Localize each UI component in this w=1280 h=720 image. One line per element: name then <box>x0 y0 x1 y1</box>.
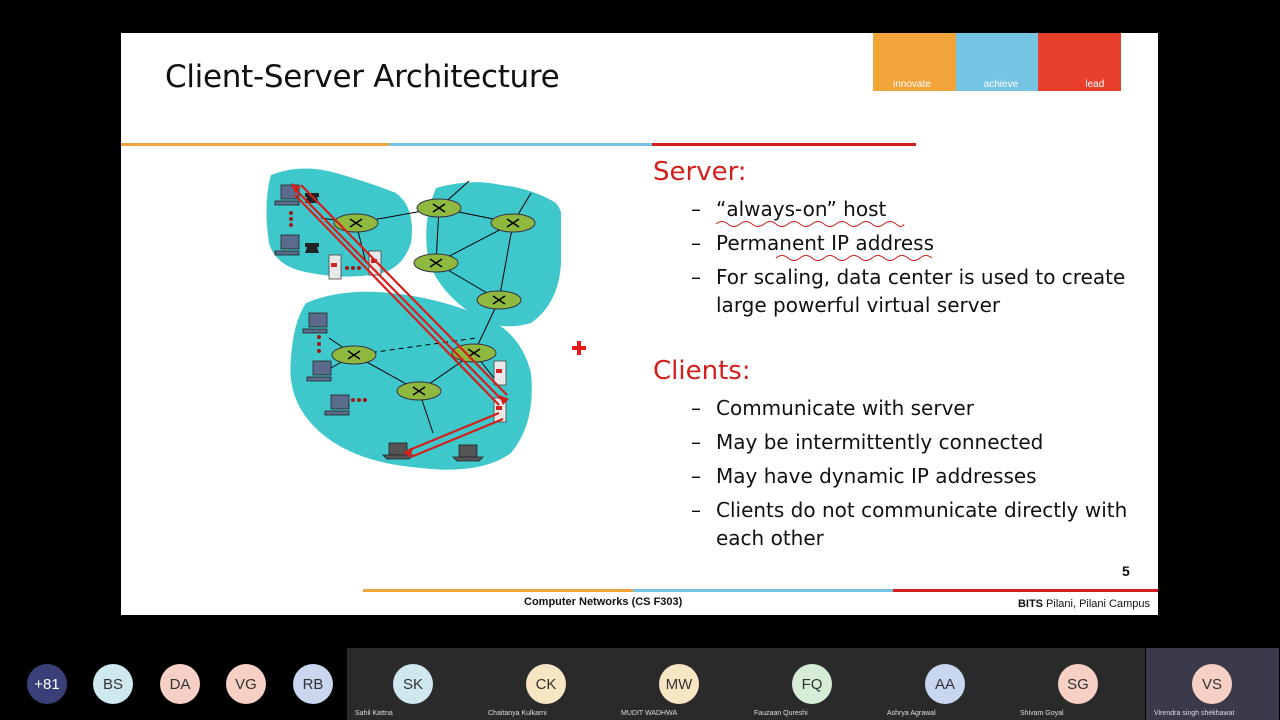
footer-campus-bold: BITS <box>1017 598 1043 610</box>
server-bullet-text: For scaling, data center is used to crea… <box>716 265 1126 317</box>
server-bullet-text: Permanent IP address <box>716 231 935 255</box>
participant-name: Shivam Goyal <box>1020 710 1064 717</box>
participant-avatar: SK <box>393 664 433 704</box>
ellipsis-dots <box>289 211 367 402</box>
participant-tile[interactable]: RB <box>283 648 343 720</box>
participant-avatar: AA <box>925 664 965 704</box>
banner-achieve-label: achieve <box>983 79 1019 90</box>
participant-avatar: FQ <box>792 664 832 704</box>
title-stripe-orange <box>121 143 389 146</box>
footer-campus: BITS Pilani, Pilani Campus <box>1018 598 1150 610</box>
client-bullet: –Communicate with server <box>691 396 974 420</box>
banner-lead-label: lead <box>1085 79 1105 90</box>
participant-name: Chaitanya Kulkarni <box>488 710 547 717</box>
client-bullet: –May be intermittently connected <box>691 430 1044 454</box>
client-bullet: –May have dynamic IP addresses <box>691 464 1037 488</box>
slide-number: 5 <box>1122 563 1130 579</box>
slide-title: Client-Server Architecture <box>165 59 560 95</box>
participant-avatar: VG <box>226 664 266 704</box>
clients-bullet-list: –Communicate with server –May be intermi… <box>691 394 1158 558</box>
footer-course-title: Computer Networks (CS F303) <box>524 596 683 608</box>
participant-avatar: BS <box>93 664 133 704</box>
title-stripe-red <box>652 143 916 146</box>
participant-avatar: DA <box>160 664 200 704</box>
participant-avatar: VS <box>1192 664 1232 704</box>
client-server-arrows <box>292 184 508 459</box>
footer-stripe-blue <box>633 589 893 592</box>
participant-tile[interactable]: MW MUDIT WADHWA <box>613 648 746 720</box>
participant-name: Virendra singh shekhawat <box>1154 710 1235 717</box>
participant-tile[interactable]: VG <box>216 648 276 720</box>
clients-heading: Clients: <box>653 356 751 386</box>
client-bullet-text: Clients do not communicate directly with… <box>716 498 1128 550</box>
network-diagram <box>266 168 561 470</box>
participant-tile[interactable]: FQ Fauzaan Qureshi <box>746 648 879 720</box>
participant-name: Fauzaan Qureshi <box>754 710 808 717</box>
participant-avatar: CK <box>526 664 566 704</box>
server-bullet-list: –“always-on” host –Permanent IP address … <box>691 195 1158 325</box>
footer-campus-text: Pilani, Pilani Campus <box>1043 598 1150 610</box>
participant-tile[interactable]: SG Shivam Goyal <box>1012 648 1145 720</box>
participant-tile[interactable]: +81 <box>17 648 77 720</box>
laser-pointer-icon <box>572 341 586 355</box>
laptop-icons <box>382 442 484 462</box>
bits-banner: innovate achieve lead <box>873 33 1122 91</box>
participant-tile[interactable]: VS Virendra singh shekhawat <box>1146 648 1279 720</box>
annotation-squiggle <box>716 221 933 261</box>
client-bullet: –Clients do not communicate directly wit… <box>691 498 1128 550</box>
banner-innovate: innovate <box>873 33 956 91</box>
footer-stripe-orange <box>363 589 633 592</box>
banner-lead: lead <box>1038 33 1122 91</box>
banner-achieve: achieve <box>955 33 1039 91</box>
client-bullet-text: May have dynamic IP addresses <box>716 464 1037 488</box>
title-stripe-blue <box>389 143 652 146</box>
participant-tile[interactable]: CK Chaitanya Kulkarni <box>480 648 613 720</box>
server-heading: Server: <box>653 157 747 187</box>
client-bullet-text: May be intermittently connected <box>716 430 1044 454</box>
participant-tile[interactable]: BS <box>83 648 143 720</box>
participant-avatar: RB <box>293 664 333 704</box>
server-bullet: –Permanent IP address <box>691 231 935 255</box>
participant-name: Ashrya Agrawal <box>887 710 936 717</box>
participant-tile[interactable]: DA <box>150 648 210 720</box>
participant-name: MUDIT WADHWA <box>621 710 678 717</box>
participant-avatar: MW <box>659 664 699 704</box>
participant-tile[interactable]: AA Ashrya Agrawal <box>879 648 1012 720</box>
client-bullet-text: Communicate with server <box>716 396 974 420</box>
participant-avatar: +81 <box>27 664 67 704</box>
server-bullet-text: “always-on” host <box>716 197 887 221</box>
router-icons <box>331 198 536 401</box>
server-bullet: –For scaling, data center is used to cre… <box>691 265 1126 317</box>
footer-stripe-red <box>893 589 1158 592</box>
presentation-slide: Client-Server Architecture innovate achi… <box>121 33 1158 615</box>
participant-name: Sahil Kattna <box>355 710 393 717</box>
banner-innovate-label: innovate <box>893 79 931 90</box>
participant-avatar: SG <box>1058 664 1098 704</box>
server-bullet: –“always-on” host <box>691 197 887 221</box>
